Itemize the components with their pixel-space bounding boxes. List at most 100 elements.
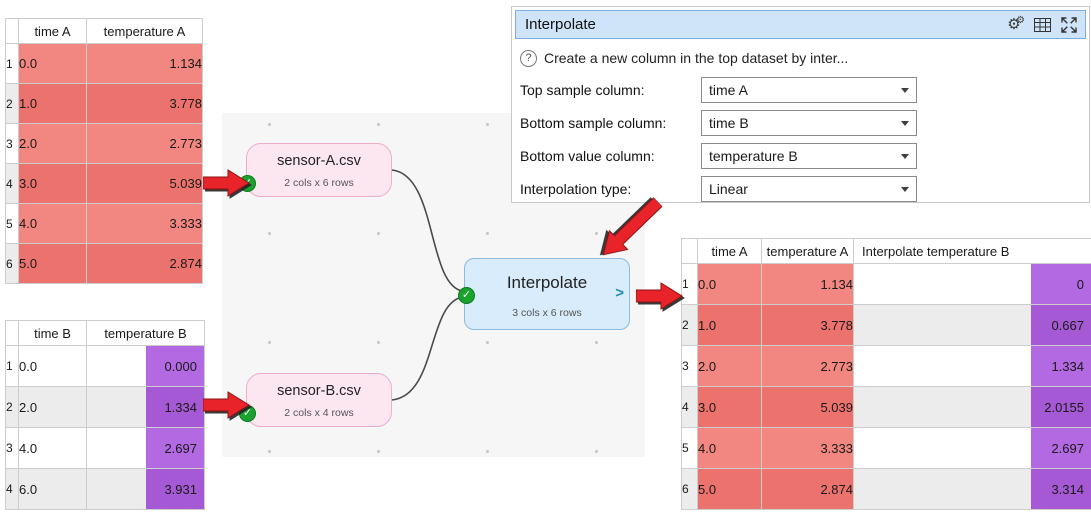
- row-number[interactable]: 2: [5, 386, 19, 428]
- field-label: Top sample column:: [520, 82, 645, 98]
- table-row: 3 2.0 2.773 1.334: [681, 345, 1091, 387]
- row-number[interactable]: 5: [681, 427, 698, 469]
- panel-title: Interpolate: [525, 16, 596, 33]
- highlighted-value: 3.314: [1031, 469, 1091, 509]
- bottom-sample-column-dropdown[interactable]: time B: [701, 110, 917, 136]
- cell[interactable]: 6.0: [18, 468, 87, 510]
- field-label: Interpolation type:: [520, 181, 632, 197]
- cell[interactable]: 2.874: [86, 243, 203, 284]
- column-header[interactable]: temperature A: [86, 18, 203, 44]
- cell[interactable]: 3.314: [853, 468, 1091, 510]
- cell[interactable]: 5.0: [697, 468, 762, 510]
- cell[interactable]: 2.0: [18, 386, 87, 428]
- bottom-value-column-dropdown[interactable]: temperature B: [701, 143, 917, 169]
- cell[interactable]: 4.0: [697, 427, 762, 469]
- cell[interactable]: 0.0: [18, 43, 87, 84]
- cell[interactable]: 4.0: [18, 203, 87, 244]
- header-row: time A temperature A: [5, 18, 203, 44]
- column-header[interactable]: time B: [18, 320, 87, 346]
- expand-fullscreen-icon[interactable]: [1061, 16, 1077, 33]
- panel-title-bar: Interpolate ⚙⚙: [515, 10, 1086, 39]
- table-row: 2 1.0 3.778: [5, 83, 203, 124]
- cell[interactable]: 0.0: [697, 263, 762, 305]
- cell[interactable]: 3.0: [697, 386, 762, 428]
- cell[interactable]: 3.333: [761, 427, 854, 469]
- cell[interactable]: 1.0: [697, 304, 762, 346]
- cell[interactable]: 0: [853, 263, 1091, 305]
- row-number[interactable]: 4: [5, 163, 19, 204]
- cell[interactable]: 3.333: [86, 203, 203, 244]
- table-row: 2 2.0 1.334: [5, 386, 205, 428]
- annotation-arrow-to-sensor-b: [203, 391, 250, 419]
- cell[interactable]: 1.0: [18, 83, 87, 124]
- node-connectors: [391, 169, 463, 401]
- cell[interactable]: 2.773: [761, 345, 854, 387]
- row-number[interactable]: 3: [5, 427, 19, 469]
- row-number[interactable]: 1: [5, 345, 19, 387]
- cell[interactable]: 5.039: [761, 386, 854, 428]
- cell[interactable]: 5.039: [86, 163, 203, 204]
- cell[interactable]: 0.667: [853, 304, 1091, 346]
- table-row: 2 1.0 3.778 0.667: [681, 304, 1091, 346]
- table-row: 1 0.0 0.000: [5, 345, 205, 387]
- help-question-icon[interactable]: ?: [520, 49, 537, 67]
- help-text: Create a new column in the top dataset b…: [544, 50, 849, 66]
- sensor-b-grid: time B temperature B 1 0.0 0.000 2 2.0 1…: [5, 320, 205, 510]
- node-size-label: 2 cols x 4 rows: [284, 407, 354, 419]
- node-sensor-a[interactable]: sensor-A.csv 2 cols x 6 rows ✓: [239, 143, 392, 197]
- row-number[interactable]: 3: [681, 345, 698, 387]
- table-row: 4 3.0 5.039: [5, 163, 203, 204]
- cell[interactable]: 1.134: [86, 43, 203, 84]
- highlighted-value: 0.667: [1031, 305, 1091, 345]
- cell[interactable]: 2.697: [853, 427, 1091, 469]
- top-sample-column-dropdown[interactable]: time A: [701, 77, 917, 103]
- connector-line: [391, 169, 463, 292]
- cell[interactable]: 3.931: [86, 468, 205, 510]
- corner-cell: [5, 18, 19, 44]
- row-number[interactable]: 2: [5, 83, 19, 124]
- field-top-sample-column: Top sample column: time A: [512, 77, 1089, 103]
- interpolate-options-panel: Interpolate ⚙⚙: [511, 6, 1090, 203]
- cell[interactable]: 4.0: [18, 427, 87, 469]
- row-number[interactable]: 5: [5, 203, 19, 244]
- cell[interactable]: 1.334: [853, 345, 1091, 387]
- highlighted-value: 2.0155: [1031, 387, 1091, 427]
- cell[interactable]: 1.334: [86, 386, 205, 428]
- annotation-arrow-to-sensor-a: [203, 169, 250, 197]
- table-row: 3 2.0 2.773: [5, 123, 203, 164]
- cell[interactable]: 2.0155: [853, 386, 1091, 428]
- column-header[interactable]: Interpolate temperature B: [853, 238, 1091, 264]
- node-sensor-b[interactable]: sensor-B.csv 2 cols x 4 rows ✓: [239, 373, 392, 427]
- cell[interactable]: 2.874: [761, 468, 854, 510]
- interpolation-type-dropdown[interactable]: Linear: [701, 176, 917, 202]
- highlighted-value: 1.334: [1031, 346, 1091, 386]
- node-interpolate[interactable]: Interpolate 3 cols x 6 rows ✓ >: [458, 258, 630, 330]
- output-port-icon[interactable]: >: [615, 284, 624, 302]
- cell[interactable]: 3.0: [18, 163, 87, 204]
- cell[interactable]: 2.0: [18, 123, 87, 164]
- row-number[interactable]: 3: [5, 123, 19, 164]
- cell[interactable]: 2.773: [86, 123, 203, 164]
- row-number[interactable]: 4: [5, 468, 19, 510]
- cell[interactable]: 0.0: [18, 345, 87, 387]
- column-header[interactable]: temperature A: [761, 238, 854, 264]
- column-header[interactable]: time A: [697, 238, 762, 264]
- settings-gears-icon[interactable]: ⚙⚙: [1004, 15, 1025, 35]
- cell[interactable]: 2.0: [697, 345, 762, 387]
- node-label: sensor-B.csv: [277, 383, 361, 399]
- cell[interactable]: 1.134: [761, 263, 854, 305]
- row-number[interactable]: 1: [5, 43, 19, 84]
- column-header[interactable]: temperature B: [86, 320, 205, 346]
- row-number[interactable]: 4: [681, 386, 698, 428]
- table-view-icon[interactable]: [1034, 17, 1051, 32]
- row-number[interactable]: 6: [681, 468, 698, 510]
- cell[interactable]: 0.000: [86, 345, 205, 387]
- cell[interactable]: 3.778: [86, 83, 203, 124]
- dropdown-value: time A: [709, 82, 748, 98]
- column-header[interactable]: time A: [18, 18, 87, 44]
- cell[interactable]: 3.778: [761, 304, 854, 346]
- cell[interactable]: 5.0: [18, 243, 87, 284]
- row-number[interactable]: 6: [5, 243, 19, 284]
- cell[interactable]: 2.697: [86, 427, 205, 469]
